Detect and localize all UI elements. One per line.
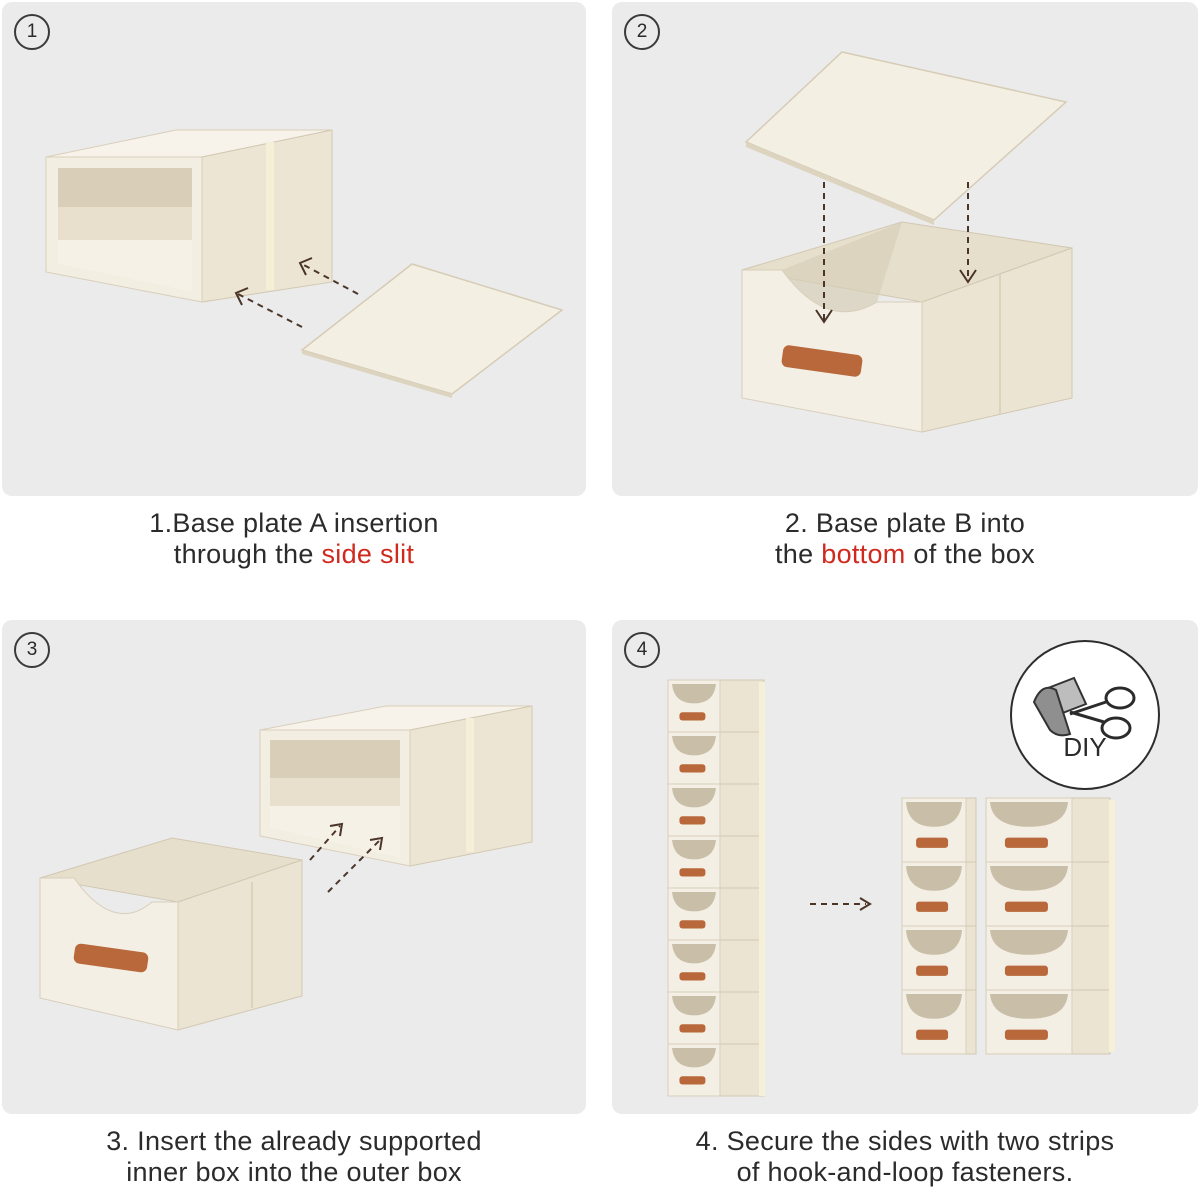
open-box xyxy=(741,221,1073,433)
highlight-text: bottom xyxy=(821,539,906,569)
handle-icon xyxy=(679,1024,706,1033)
circled-number-icon xyxy=(624,14,660,50)
step-4-panel: 4 DIY xyxy=(612,620,1198,1114)
handle-icon xyxy=(1004,965,1048,976)
drawer-unit xyxy=(667,887,765,941)
step-3-illustration xyxy=(39,705,533,1031)
base-plate-b xyxy=(744,51,1068,225)
inner-box xyxy=(39,837,303,1031)
drawer-unit xyxy=(985,989,1111,1055)
drawer-unit xyxy=(667,835,765,889)
drawer-unit xyxy=(985,925,1111,991)
step-3-panel: 3 xyxy=(2,620,586,1114)
drawer-unit xyxy=(901,989,977,1055)
step-1-caption: 1.Base plate A insertion through the sid… xyxy=(149,508,439,569)
circled-number-icon xyxy=(14,632,50,668)
outer-box xyxy=(259,705,533,867)
step-1-number: 1 xyxy=(14,14,50,50)
handle-icon xyxy=(73,943,149,973)
drawer-unit xyxy=(985,861,1111,927)
handle-icon xyxy=(916,1029,949,1040)
handle-icon xyxy=(679,1076,706,1085)
step-4-number: 4 xyxy=(624,632,660,668)
drawer-unit xyxy=(901,861,977,927)
handle-icon xyxy=(679,816,706,825)
diy-badge: DIY xyxy=(1010,640,1160,790)
handle-icon xyxy=(1004,837,1048,848)
drawer-unit xyxy=(667,1043,765,1097)
handle-icon xyxy=(916,837,949,848)
scissors-icon xyxy=(1069,686,1136,740)
handle-icon xyxy=(1004,1029,1048,1040)
step-1-illustration xyxy=(45,129,564,398)
drawer-unit xyxy=(667,731,765,785)
fabric-strip-icon xyxy=(1032,676,1088,737)
handle-icon xyxy=(679,764,706,773)
circled-number-icon xyxy=(624,632,660,668)
drawer-unit xyxy=(667,783,765,837)
drawer-unit xyxy=(985,797,1111,863)
step-4-caption: 4. Secure the sides with two strips of h… xyxy=(695,1126,1115,1187)
step-2-caption: 2. Base plate B into the bottom of the b… xyxy=(775,508,1035,569)
step-4-illustration xyxy=(667,679,1115,1097)
step-2-number: 2 xyxy=(624,14,660,50)
step-3-caption: 3. Insert the already supported inner bo… xyxy=(106,1126,482,1187)
handle-icon xyxy=(679,712,706,721)
drawer-unit xyxy=(667,991,765,1045)
dashed-arrow-icon xyxy=(823,182,969,320)
step-3-number: 3 xyxy=(14,632,50,668)
tall-drawer-stack xyxy=(667,679,765,1097)
handle-icon xyxy=(679,972,706,981)
dashed-arrow-icon xyxy=(309,825,381,893)
step-1-panel: 1 xyxy=(2,2,586,496)
drawer-unit xyxy=(901,925,977,991)
outer-box xyxy=(45,129,333,303)
handle-icon xyxy=(916,901,949,912)
handle-icon xyxy=(781,345,863,377)
handle-icon xyxy=(679,920,706,929)
drawer-unit xyxy=(667,939,765,993)
step-2-illustration xyxy=(741,51,1073,433)
base-plate-a xyxy=(300,263,564,398)
drawer-unit xyxy=(901,797,977,863)
step-2-panel: 2 xyxy=(612,2,1198,496)
circled-number-icon xyxy=(14,14,50,50)
dashed-arrow-icon xyxy=(810,897,872,911)
dashed-arrow-icon xyxy=(237,263,359,328)
handle-icon xyxy=(1004,901,1048,912)
handle-icon xyxy=(679,868,706,877)
drawer-unit xyxy=(667,679,765,733)
highlight-text: side slit xyxy=(321,539,415,569)
drawer-grid-2x4 xyxy=(901,797,1115,1055)
handle-icon xyxy=(916,965,949,976)
